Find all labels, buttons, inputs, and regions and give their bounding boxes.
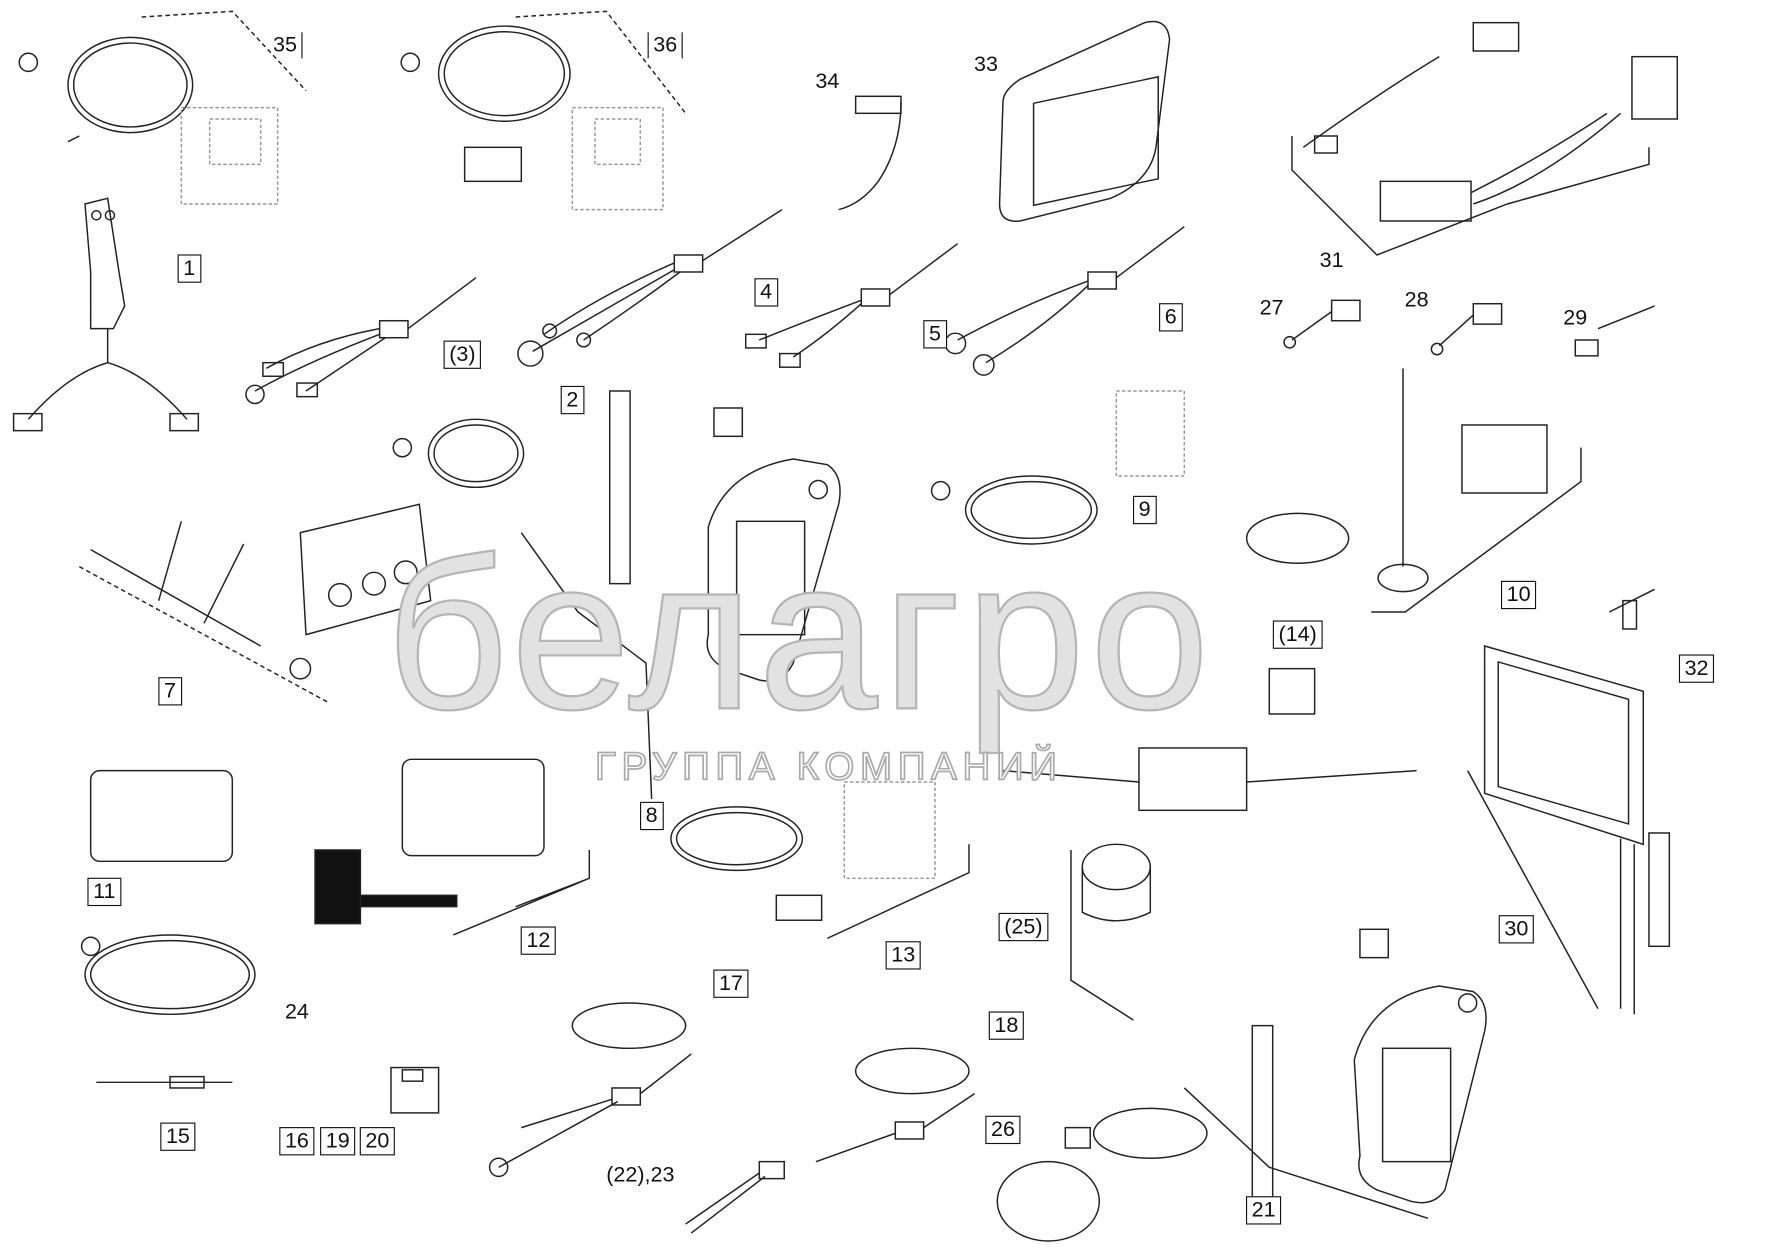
- part-12-lightbar: [314, 758, 545, 925]
- part-10-modem: [1461, 424, 1548, 494]
- watermark-brand: белагро: [384, 514, 1215, 755]
- leader-25: [1070, 849, 1134, 1021]
- part-14-module: [1002, 667, 1417, 812]
- callout-2: 2: [560, 385, 584, 415]
- leader-13: [826, 844, 970, 940]
- callout-21: 21: [1245, 1196, 1282, 1225]
- callout-6: 6: [1159, 303, 1183, 332]
- part-35-cable: [18, 36, 194, 143]
- part-21-junction: [1359, 928, 1390, 959]
- part-35-monitor-outline: [180, 106, 279, 205]
- callout-17: 17: [713, 969, 749, 998]
- part-25-receiver: [1081, 843, 1152, 922]
- part-4-harness: [517, 209, 783, 367]
- leader-8: [520, 532, 653, 800]
- part-30-monitor: [1483, 645, 1671, 1015]
- callout-12: 12: [520, 926, 556, 955]
- leader-10: [1371, 447, 1582, 613]
- callout-24: 24: [284, 1000, 309, 1024]
- callout-22-23: (22),23: [606, 1163, 675, 1188]
- leader-12: [453, 849, 591, 936]
- leader-7: [78, 566, 330, 704]
- part-32-clamp: [1608, 588, 1655, 630]
- part-22-23-harness: [685, 1160, 785, 1234]
- part-13-cable: [670, 806, 823, 921]
- part-29-adapter: [1574, 305, 1655, 357]
- callout-34: 34: [815, 69, 840, 94]
- part-33-display: [998, 20, 1171, 222]
- part-15-adapter: [96, 1075, 233, 1089]
- callout-28: 28: [1404, 288, 1429, 313]
- callout-29: 29: [1563, 306, 1588, 331]
- leader-21: [1183, 1087, 1429, 1219]
- callout-30: 30: [1498, 915, 1535, 944]
- part-36-module: [463, 146, 523, 183]
- part-5-harness: [744, 243, 959, 368]
- leader-31: [1291, 135, 1650, 256]
- callout-5: 5: [923, 320, 947, 349]
- part-9-camera-outline: [1115, 390, 1186, 477]
- part-27-adapter: [1283, 299, 1361, 349]
- callout-20: 20: [359, 1127, 396, 1156]
- part-7-cable: [90, 521, 312, 680]
- part-28-adapter: [1430, 302, 1503, 356]
- callout-19: 19: [320, 1127, 356, 1156]
- part-18-harness: [815, 1047, 976, 1163]
- part-16-19-20-disk: [390, 1066, 440, 1114]
- callout-36: 36: [647, 32, 683, 59]
- leader-35: [141, 10, 307, 92]
- callout-14: (14): [1272, 620, 1323, 649]
- callout-25: (25): [998, 912, 1049, 942]
- part-6-harness: [944, 226, 1185, 376]
- part-2-cable: [392, 418, 525, 489]
- callout-3: (3): [443, 340, 482, 369]
- watermark-subtitle: ГРУППА КОМПАНИЙ: [594, 745, 1063, 789]
- leader-30: [1466, 770, 1599, 1009]
- callout-4: 4: [754, 278, 778, 307]
- callout-32: 32: [1678, 654, 1715, 683]
- callout-16: 16: [279, 1127, 315, 1156]
- callout-1: 1: [177, 254, 201, 283]
- part-36-cable: [400, 25, 571, 122]
- callout-9: 9: [1132, 495, 1157, 525]
- callout-13: 13: [885, 941, 921, 970]
- part-34-sensor: [838, 95, 902, 211]
- part-36-monitor-outline: [571, 106, 664, 211]
- callout-15: 15: [160, 1122, 196, 1151]
- part-3-harness: [245, 277, 477, 405]
- callout-10: 10: [1500, 580, 1537, 610]
- part-11-lightbar: [89, 769, 234, 863]
- leader-36: [515, 10, 687, 114]
- part-8-rail: [608, 390, 631, 585]
- part-31-harness: [1302, 21, 1679, 222]
- part-24-cable: [80, 934, 256, 1016]
- part-8-junction: [713, 407, 744, 438]
- part-26-antenna: [996, 1107, 1208, 1242]
- callout-33: 33: [973, 52, 998, 77]
- callout-18: 18: [988, 1011, 1025, 1040]
- part-13-monitor-outline: [843, 781, 936, 880]
- callout-8: 8: [639, 801, 664, 831]
- part-9-cable: [930, 475, 1098, 545]
- part-21-terminal: [1353, 985, 1487, 1204]
- part-10-antenna: [1245, 368, 1429, 593]
- part-21-rail: [1251, 1024, 1274, 1208]
- callout-11: 11: [87, 877, 122, 907]
- callout-26: 26: [985, 1115, 1021, 1145]
- callout-31: 31: [1319, 248, 1344, 273]
- callout-7: 7: [158, 677, 182, 706]
- part-8-terminal: [706, 458, 841, 682]
- part-17-harness: [488, 1002, 692, 1178]
- part-2-control-box: [299, 503, 432, 636]
- callout-35: 35: [269, 32, 303, 59]
- part-1-joystick: [12, 197, 200, 432]
- callout-27: 27: [1259, 296, 1284, 321]
